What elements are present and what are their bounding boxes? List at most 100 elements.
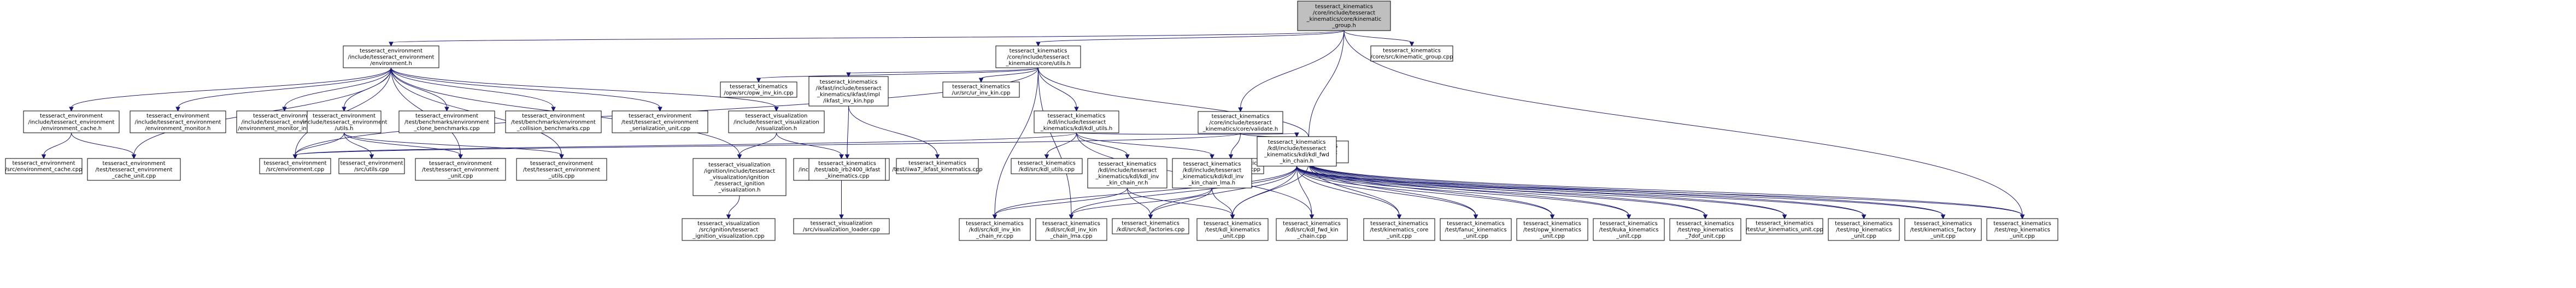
node-core-unit[interactable]: tesseract_kinematics/test/kinematics_cor… bbox=[1363, 218, 1435, 241]
edge-arrowhead bbox=[1309, 214, 1315, 220]
node-bench-collision[interactable]: tesseract_environment/test/benchmarks/en… bbox=[505, 110, 602, 133]
node-label-line: /environment_cache.h bbox=[41, 126, 102, 132]
node-root[interactable]: tesseract_kinematics/core/include/tesser… bbox=[1297, 1, 1391, 31]
node-ikfast-hpp[interactable]: tesseract_kinematics/ikfast/include/tess… bbox=[808, 76, 889, 107]
node-label-line: /kdl/include/tesseract bbox=[1047, 119, 1106, 125]
node-label-line: /environment.h bbox=[370, 61, 412, 67]
edge-line bbox=[1308, 162, 1476, 216]
node-bench-clone[interactable]: tesseract_environment/test/benchmarks/en… bbox=[398, 110, 495, 133]
node-label-line: _unit.cpp bbox=[1616, 233, 1641, 239]
node-env-cpp[interactable]: tesseract_environment/src/environment.cp… bbox=[259, 158, 331, 174]
node-env-utils-test[interactable]: tesseract_environment/test/tesseract_env… bbox=[516, 158, 607, 181]
node-utils-h[interactable]: tesseract_kinematics/core/include/tesser… bbox=[995, 45, 1081, 68]
edge-arrowhead bbox=[389, 42, 394, 47]
node-label-line: _group.h bbox=[1331, 23, 1356, 29]
edge-line bbox=[994, 67, 1038, 216]
edge-kdl_utils_h-to-env_cpp bbox=[292, 132, 1077, 160]
edge-env_h-to-ser_unit bbox=[391, 67, 662, 112]
node-kdl-fwd-cpp[interactable]: tesseract_kinematics/kdl/src/kdl_fwd_kin… bbox=[1276, 218, 1348, 241]
edge-arrowhead bbox=[551, 107, 556, 112]
node-rop-unit[interactable]: tesseract_kinematics/test/rop_kinematics… bbox=[1828, 218, 1900, 241]
edge-arrowhead bbox=[41, 154, 46, 160]
node-env-utils-h[interactable]: tesseract_environment/include/tesseract_… bbox=[301, 110, 388, 133]
node-cache-cpp[interactable]: tesseract_environment/src/environment_ca… bbox=[5, 158, 83, 174]
node-label-line: _7dof_unit.cpp bbox=[1685, 233, 1725, 239]
node-monitor-h[interactable]: tesseract_environment/include/tesseract_… bbox=[130, 110, 226, 133]
node-box bbox=[942, 81, 1020, 98]
node-kdl-utils-cpp[interactable]: tesseract_kinematics/kdl/src/kdl_utils.c… bbox=[1011, 158, 1083, 174]
node-kdl-utils-h[interactable]: tesseract_kinematics/kdl/include/tessera… bbox=[1034, 110, 1119, 133]
node-box bbox=[505, 110, 602, 133]
edge-line bbox=[776, 132, 842, 156]
node-rep-7dof-unit[interactable]: tesseract_kinematics/test/rep_kinematics… bbox=[1669, 218, 1741, 241]
node-env-utils-cpp[interactable]: tesseract_environment/src/utils.cpp bbox=[338, 158, 405, 174]
node-label-line: /src/visualization_loader.cpp bbox=[803, 227, 880, 233]
node-label-line: tesseract_kinematics bbox=[1447, 221, 1505, 227]
edge-line bbox=[391, 67, 447, 108]
node-kdl-factories[interactable]: tesseract_kinematics/kdl/src/kdl_factori… bbox=[1112, 218, 1189, 234]
node-label-line: /test/opw_kinematics bbox=[1523, 227, 1581, 233]
node-validate-h[interactable]: tesseract_kinematics/core/include/tesser… bbox=[1198, 111, 1283, 134]
node-label-line: _serialization_unit.cpp bbox=[629, 126, 690, 132]
node-label-line: /kdl/src/kdl_fwd_kin bbox=[1285, 227, 1338, 233]
node-box bbox=[1034, 110, 1119, 133]
node-ign-vis-h[interactable]: tesseract_visualization/ignition/include… bbox=[693, 158, 787, 196]
edge-arrowhead bbox=[1074, 107, 1079, 112]
node-cache-h[interactable]: tesseract_environment/include/tesseract_… bbox=[23, 110, 120, 133]
edge-line bbox=[1212, 187, 1233, 216]
node-kg-cpp[interactable]: tesseract_kinematics/core/src/kinematic_… bbox=[1370, 45, 1453, 62]
node-kdl-inv-nr-cpp[interactable]: tesseract_kinematics/kdl/src/kdl_inv_kin… bbox=[959, 218, 1031, 241]
edge-vis_h-to-vis_loader_h bbox=[776, 132, 844, 160]
node-label-line: _collision_benchmarks.cpp bbox=[517, 126, 590, 132]
node-fanuc-unit[interactable]: tesseract_kinematics/test/fanuc_kinemati… bbox=[1440, 218, 1512, 241]
node-vis-loader-cpp[interactable]: tesseract_visualization/src/visualizatio… bbox=[793, 218, 890, 234]
node-label-line: tesseract_kinematics bbox=[966, 221, 1024, 227]
node-ser-unit[interactable]: tesseract_environment/test/tesseract_env… bbox=[612, 110, 708, 133]
node-box bbox=[1196, 218, 1269, 241]
edge-kdl_fwd_h-to-kdl_inv_nr_cpp bbox=[992, 166, 1297, 220]
node-ur-inv[interactable]: tesseract_kinematics/ur/src/ur_inv_kin.c… bbox=[942, 81, 1020, 98]
edge-env_h-to-monitor_h bbox=[175, 67, 391, 112]
node-kdl-inv-nr-h[interactable]: tesseract_kinematics/kdl/include/tessera… bbox=[1087, 158, 1167, 189]
node-label-line: /test/iiwa7_ikfast_kinematics.cpp bbox=[892, 167, 982, 173]
edge-line bbox=[1071, 187, 1212, 216]
node-kuka-unit[interactable]: tesseract_kinematics/test/kuka_kinematic… bbox=[1593, 218, 1665, 241]
node-env-unit[interactable]: tesseract_environment/test/tesseract_env… bbox=[415, 158, 506, 181]
node-label-line: /src/utils.cpp bbox=[354, 167, 389, 173]
edge-cache_h-to-cache_cpp bbox=[41, 132, 72, 160]
edge-env_utils_h-to-env_unit bbox=[344, 132, 463, 160]
edge-kin_test_utils_h-to-rep_7dof_unit bbox=[1308, 162, 1708, 220]
node-label-line: tesseract_kinematics bbox=[1010, 48, 1067, 54]
node-iiwa-ikfast[interactable]: tesseract_kinematics/test/iiwa7_ikfast_k… bbox=[892, 158, 983, 174]
edge-root-to-validate_h bbox=[1238, 30, 1345, 113]
edge-arrowhead bbox=[839, 154, 844, 160]
node-rep-unit[interactable]: tesseract_kinematics/test/rep_kinematics… bbox=[1986, 218, 2058, 241]
node-kdl-fwd-h[interactable]: tesseract_kinematics/kdl/include/tessera… bbox=[1257, 136, 1337, 167]
node-label-line: tesseract_kinematics bbox=[1099, 161, 1157, 167]
edge-arrowhead bbox=[992, 214, 997, 220]
edge-line bbox=[1076, 132, 1297, 135]
node-abb-ikfast[interactable]: tesseract_kinematics/test/abb_irb2400_ik… bbox=[808, 158, 886, 181]
node-ign-vis-cpp[interactable]: tesseract_visualization/src/ignition/tes… bbox=[682, 218, 776, 241]
node-box bbox=[959, 218, 1031, 241]
node-box bbox=[398, 110, 495, 133]
node-kdl-inv-lma-cpp[interactable]: tesseract_kinematics/kdl/src/kdl_inv_kin… bbox=[1035, 218, 1107, 241]
node-ur-unit[interactable]: tesseract_kinematics/test/ur_kinematics_… bbox=[1746, 218, 1823, 234]
node-cache-unit[interactable]: tesseract_environment/test/tesseract_env… bbox=[87, 158, 181, 181]
node-label-line: tesseract_kinematics bbox=[1048, 113, 1106, 119]
node-opw-unit[interactable]: tesseract_kinematics/test/opw_kinematics… bbox=[1516, 218, 1588, 241]
node-vis-h[interactable]: tesseract_visualization/include/tesserac… bbox=[728, 110, 825, 133]
node-kdl-kin-unit[interactable]: tesseract_kinematics/test/kdl_kinematics… bbox=[1196, 218, 1269, 241]
node-factory-unit[interactable]: tesseract_kinematics/test/kinematics_fac… bbox=[1904, 218, 1982, 241]
node-env-h[interactable]: tesseract_environment/include/tesseract_… bbox=[343, 45, 439, 68]
node-opw-inv[interactable]: tesseract_kinematics/opw/src/opw_inv_kin… bbox=[720, 81, 797, 98]
edge-line bbox=[1308, 162, 1864, 216]
node-label-line: tesseract_environment bbox=[360, 48, 423, 54]
node-label-line: _chain_nr.cpp bbox=[976, 233, 1013, 239]
node-label-line: /ignition/include/tesseract bbox=[704, 168, 775, 174]
node-box bbox=[415, 158, 506, 181]
node-kdl-inv-lma-h[interactable]: tesseract_kinematics/kdl/include/tessera… bbox=[1172, 158, 1252, 189]
node-label-line: _kin_chain_lma.h bbox=[1188, 180, 1235, 186]
edge-line bbox=[1150, 187, 1212, 216]
